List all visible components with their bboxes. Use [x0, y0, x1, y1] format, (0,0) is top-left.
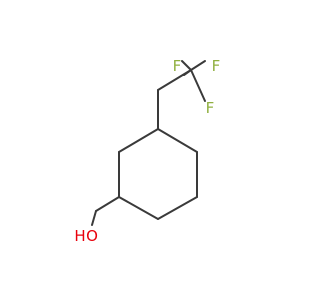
hydroxyl-h-label: H: [74, 227, 85, 245]
fluorine-label-top-right: F: [212, 57, 221, 75]
ring-bond: [118, 128, 159, 153]
c-f-bond-top-right: [190, 60, 206, 71]
c-f-bond-top-left: [181, 60, 192, 71]
ch2oh-bond: [95, 196, 120, 212]
c-f-bond: [183, 69, 192, 76]
ring-bond: [157, 196, 198, 220]
c-o-bond: [91, 210, 97, 226]
c-f-bond-right: [190, 69, 206, 102]
ring-bond: [118, 196, 159, 220]
molecule-structure-diagram: F F F H O: [74, 57, 221, 245]
fluorine-label-top-left: F: [173, 57, 182, 75]
hydroxyl-o-label: O: [86, 227, 98, 245]
ring-bond: [157, 128, 198, 153]
fluorine-label-right: F: [206, 99, 215, 117]
